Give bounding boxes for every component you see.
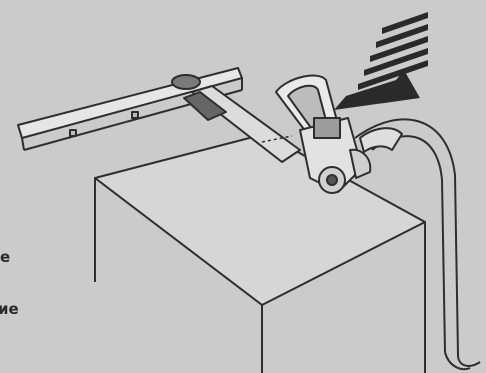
ratchet-plate bbox=[314, 118, 340, 138]
lever-grip bbox=[172, 75, 200, 89]
lever-notch-1 bbox=[70, 130, 76, 136]
ratchet-spool-hub bbox=[327, 175, 337, 185]
cropped-caption-fragment-2: ие bbox=[0, 300, 19, 318]
cropped-caption-fragment-1: e bbox=[0, 248, 10, 266]
lever-notch-2 bbox=[132, 112, 138, 118]
